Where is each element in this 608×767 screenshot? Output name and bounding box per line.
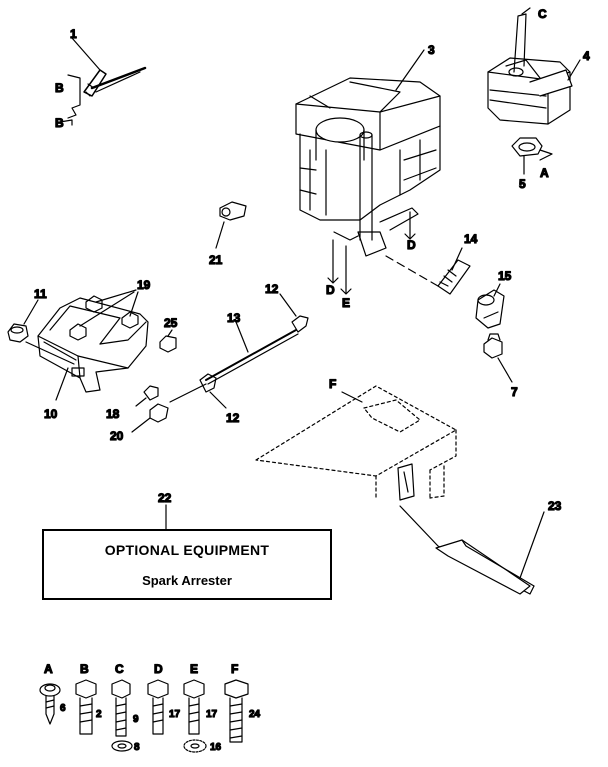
callout-5: 5 <box>519 177 526 191</box>
screw-a <box>39 683 61 725</box>
letter-b-upper: B <box>55 81 64 95</box>
spark-arrester-label: Spark Arrester <box>142 573 232 588</box>
callout-3: 3 <box>428 43 435 57</box>
callout-21: 21 <box>209 253 223 267</box>
part-3-engine <box>295 49 441 257</box>
letter-c: C <box>538 7 547 21</box>
part-12-clip-lower <box>199 373 227 409</box>
legend-letter-e: E <box>190 662 198 676</box>
part-11-bushing <box>7 299 39 343</box>
screw-d <box>147 679 169 735</box>
letter-a-top: A <box>540 166 549 180</box>
callout-15: 15 <box>498 269 512 283</box>
legend-letter-c: C <box>115 662 124 676</box>
callout-19: 19 <box>137 278 151 292</box>
legend-qty-2: 2 <box>96 709 102 720</box>
part-14-pipe <box>385 247 471 295</box>
part-7-nut <box>483 333 513 383</box>
lockwasher-8 <box>111 740 133 752</box>
callout-22: 22 <box>158 491 172 505</box>
starwasher-16 <box>183 739 207 753</box>
legend-qty-9: 9 <box>133 714 139 725</box>
legend-letter-d: D <box>154 662 163 676</box>
legend-letter-a: A <box>44 662 53 676</box>
screw-b <box>75 679 97 735</box>
letter-b-lower: B <box>55 116 64 130</box>
legend-qty-17-e: 17 <box>206 709 218 720</box>
legend-qty-17-d: 17 <box>169 709 181 720</box>
screw-f <box>224 679 249 743</box>
part-18-washer <box>135 385 159 407</box>
callout-12-upper: 12 <box>265 282 279 296</box>
part-25-nut <box>159 329 177 353</box>
legend-letter-f: F <box>231 662 238 676</box>
callout-7: 7 <box>511 385 518 399</box>
part-5-gasket <box>511 137 553 175</box>
part-20-nut <box>131 403 169 433</box>
screw-e <box>183 679 205 735</box>
callout-23: 23 <box>548 499 562 513</box>
part-23-heat-shield <box>397 463 545 595</box>
part-12-clip-upper <box>279 293 309 333</box>
callout-1: 1 <box>70 27 77 41</box>
callout-14: 14 <box>464 232 478 246</box>
callout-25: 25 <box>164 316 178 330</box>
callout-4: 4 <box>583 49 590 63</box>
callout-18: 18 <box>106 407 120 421</box>
legend-letter-b: B <box>80 662 89 676</box>
callout-11: 11 <box>34 287 47 301</box>
letter-d-left: D <box>326 283 335 297</box>
optional-equipment-box: OPTIONAL EQUIPMENT Spark Arrester <box>42 529 332 600</box>
hardware-legend: A B C D E F <box>39 661 261 754</box>
frame-outline <box>255 385 457 501</box>
legend-qty-6: 6 <box>60 703 66 714</box>
part-10-control-bracket <box>25 297 149 401</box>
letter-f: F <box>329 377 336 391</box>
optional-equipment-title: OPTIONAL EQUIPMENT <box>104 542 270 558</box>
legend-qty-8: 8 <box>134 742 140 753</box>
letter-e: E <box>342 296 350 310</box>
legend-qty-24: 24 <box>249 709 261 720</box>
part-4-muffler <box>487 7 581 125</box>
screw-c <box>111 679 131 737</box>
part-1-cable-bracket <box>59 37 147 126</box>
part-19-bushings <box>69 289 139 341</box>
callout-20: 20 <box>110 429 124 443</box>
legend-qty-16: 16 <box>210 742 222 753</box>
letter-d-right: D <box>407 238 416 252</box>
part-15-elbow <box>475 283 505 329</box>
part-21-clip <box>215 201 247 249</box>
part-13-control-rod <box>169 321 299 403</box>
callout-12-lower: 12 <box>226 411 240 425</box>
callout-10: 10 <box>44 407 58 421</box>
callout-13: 13 <box>227 311 241 325</box>
